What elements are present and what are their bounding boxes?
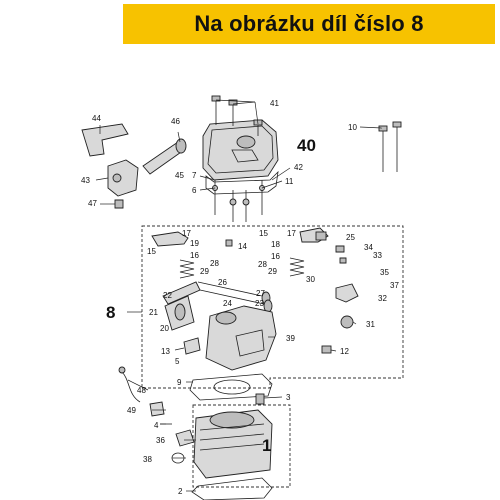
- valves: [197, 281, 273, 313]
- hose-clamp: [175, 138, 187, 154]
- callout: 12: [340, 347, 349, 356]
- callout: 6: [192, 186, 197, 195]
- callout: 27: [256, 289, 265, 298]
- callout: 2: [178, 487, 183, 496]
- callout: 49: [127, 406, 136, 415]
- callout: 37: [390, 281, 399, 290]
- callout: 33: [373, 251, 382, 260]
- callout: 28: [258, 260, 267, 269]
- callout: 14: [238, 242, 247, 251]
- callout: 8: [106, 303, 115, 322]
- sensor-connector: [112, 173, 122, 183]
- plug-36: [175, 429, 195, 447]
- callout: 10: [348, 123, 357, 132]
- callout: 40: [297, 136, 316, 155]
- leader-lines: [95, 99, 383, 492]
- camshaft: [162, 281, 201, 331]
- callout: 3: [286, 393, 291, 402]
- callout: 16: [190, 251, 199, 260]
- callout: 41: [270, 99, 279, 108]
- callout: 47: [88, 199, 97, 208]
- callout: 31: [366, 320, 375, 329]
- callout: 21: [149, 308, 158, 317]
- callout: 9: [177, 378, 182, 387]
- callout: 5: [175, 357, 180, 366]
- callout: 39: [286, 334, 295, 343]
- callout: 15: [259, 229, 268, 238]
- title-banner: Na obrázku díl číslo 8: [123, 4, 495, 44]
- inlet-pipe: [183, 337, 201, 355]
- callout-labels: 1 2 3 4 5 6 7 8 9 10 11 12 13 14 15 15 1…: [81, 99, 399, 496]
- callout: 29: [200, 267, 209, 276]
- plug-49: [149, 401, 165, 417]
- callout: 42: [294, 163, 303, 172]
- callout: 1: [262, 436, 271, 455]
- wire-sensor: [121, 371, 141, 403]
- callout: 29: [268, 267, 277, 276]
- base-gasket: [191, 477, 273, 500]
- callout: 19: [190, 239, 199, 248]
- banner-title: Na obrázku díl číslo 8: [194, 11, 424, 36]
- callout: 34: [364, 243, 373, 252]
- bracket: [81, 123, 129, 157]
- callout: 13: [161, 347, 170, 356]
- cylinder-block: [193, 409, 273, 479]
- cylinder-head-cover: [202, 119, 279, 181]
- callout: 25: [346, 233, 355, 242]
- callout: 43: [81, 176, 90, 185]
- cover-gasket: [205, 170, 279, 195]
- callout: 45: [175, 171, 184, 180]
- callout: 44: [92, 114, 101, 123]
- small-bolt: [114, 199, 124, 209]
- callout: 32: [378, 294, 387, 303]
- callout: 48: [137, 386, 146, 395]
- valve-springs: [179, 257, 305, 279]
- head-gasket: [189, 373, 273, 401]
- callout: 16: [271, 252, 280, 261]
- callout: 26: [218, 278, 227, 287]
- callout: 7: [192, 171, 197, 180]
- callout: 36: [156, 436, 165, 445]
- callout: 46: [171, 117, 180, 126]
- long-bolts: [378, 121, 402, 172]
- callout: 15: [147, 247, 156, 256]
- callout: 20: [160, 324, 169, 333]
- callout: 30: [306, 275, 315, 284]
- small-parts-right: [225, 231, 359, 354]
- callout: 22: [163, 291, 172, 300]
- callout: 24: [223, 299, 232, 308]
- callout: 11: [285, 177, 294, 186]
- callout: 17: [182, 229, 191, 238]
- callout: 28: [210, 259, 219, 268]
- cylinder-head: [183, 305, 277, 371]
- callout: 23: [255, 299, 264, 308]
- callout: 18: [271, 240, 280, 249]
- sensor: [107, 159, 139, 197]
- assembly-1-frame: [192, 404, 291, 488]
- dowel: [255, 393, 265, 405]
- callout: 38: [143, 455, 152, 464]
- callout: 35: [380, 268, 389, 277]
- callout: 4: [154, 421, 159, 430]
- head-studs: [212, 180, 265, 222]
- callout: 17: [287, 229, 296, 238]
- assembly-8-frame: [141, 225, 404, 389]
